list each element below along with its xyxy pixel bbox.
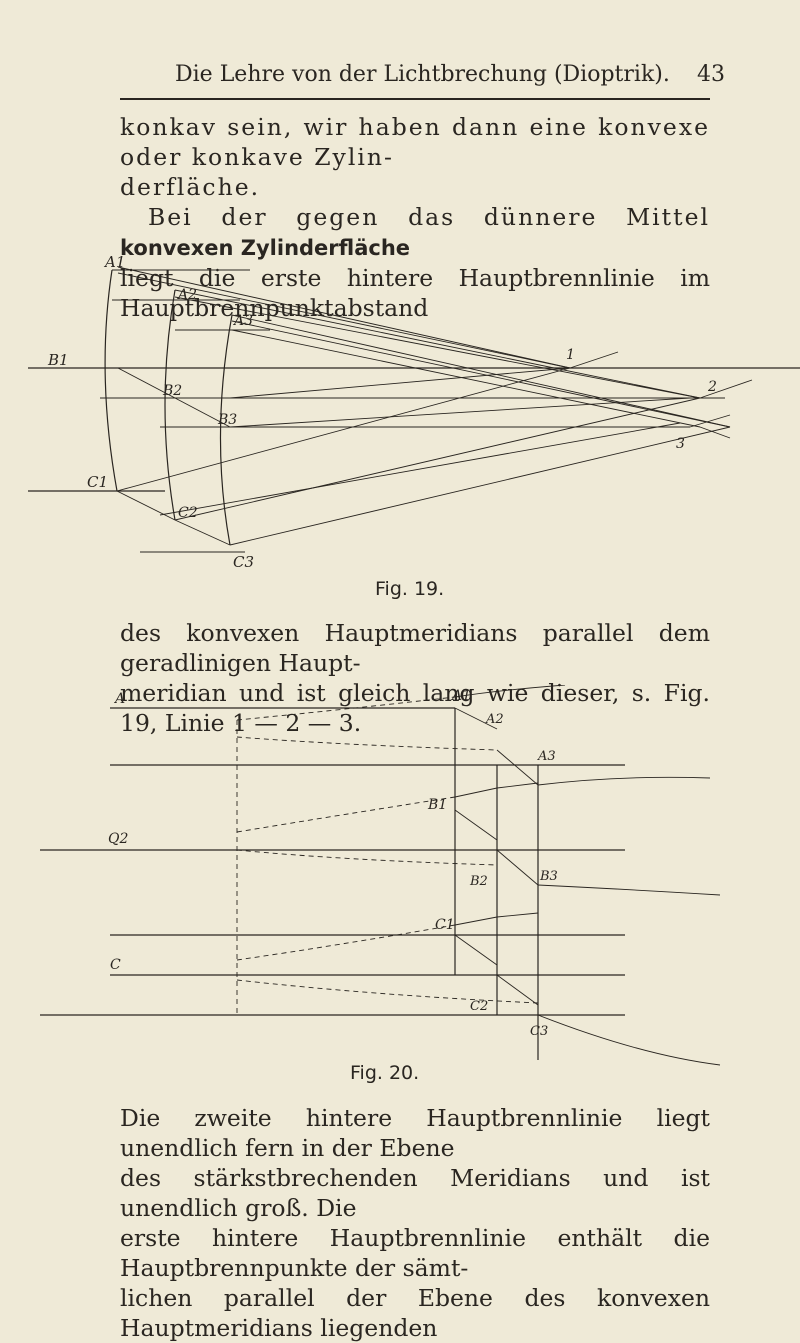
refracted-ray: [116, 490, 176, 521]
label-b3: B3: [217, 412, 237, 428]
dashed-ray: [236, 736, 498, 751]
refracted-ray: [229, 367, 571, 399]
label-line-3: 3: [676, 436, 685, 452]
label-a3: A3: [232, 313, 253, 329]
diagonal-stroke: [454, 809, 498, 841]
middle-paragraph: des konvexen Hauptmeridians parallel dem…: [120, 618, 710, 738]
tail-line: [454, 685, 566, 698]
rising-stroke: [454, 916, 498, 926]
refracted-ray: [174, 296, 701, 399]
diagonal-stroke: [454, 934, 498, 966]
label-a: A: [113, 691, 125, 707]
text-line: Bei der gegen das dünnere Mittel konvexe…: [120, 202, 710, 263]
bottom-paragraph: Die zweite hintere Hauptbrennlinie liegt…: [120, 1103, 710, 1343]
refracted-ray: [174, 519, 231, 546]
rising-stroke: [496, 912, 539, 918]
refracted-ray: [116, 367, 571, 492]
text-line: liegt die erste hintere Hauptbrennlinie …: [120, 264, 710, 322]
refracted-ray: [117, 367, 176, 399]
text-line: erste hintere Hauptbrennlinie enthält di…: [120, 1224, 710, 1282]
refracted-ray: [174, 289, 701, 399]
diagonal-stroke: [496, 849, 539, 886]
figure-20: A1 A A2 A3 B1 Q2 B2 B3 C1 C C2 C3: [40, 685, 721, 1066]
figure-19-caption: Fig. 19.: [375, 578, 445, 600]
refracted-ray: [231, 329, 701, 428]
label-a2: A2: [176, 287, 197, 303]
tail-line: [537, 1014, 721, 1066]
label-line-2: 2: [707, 379, 717, 395]
focal-line-3b: [699, 426, 731, 439]
dashed-ray: [236, 979, 539, 1004]
refracted-ray: [231, 320, 731, 428]
focal-line-1: [569, 351, 619, 369]
page-number: 43: [697, 62, 725, 87]
tail-line: [537, 884, 721, 896]
figure-19: A1 A2 A3 B1 B2 B3 C1 C2 C3 1 2 3: [28, 255, 800, 571]
label-q2: Q2: [108, 831, 128, 847]
refracted-ray: [174, 397, 701, 521]
text-line: lichen parallel der Ebene des konvexen H…: [120, 1284, 710, 1342]
refracted-ray: [159, 422, 681, 516]
running-title: Die Lehre von der Lichtbrechung (Dioptri…: [175, 62, 670, 87]
text-line: Die zweite hintere Hauptbrennlinie liegt…: [120, 1104, 710, 1162]
bold-term: konvexen Zylinderfläche: [120, 236, 411, 260]
dashed-ray: [236, 924, 456, 961]
label-b1: B1: [47, 351, 69, 369]
label-c1: C1: [435, 917, 455, 933]
label-a2: A2: [485, 712, 504, 727]
header-rule: [120, 98, 710, 100]
figure-20-caption: Fig. 20.: [350, 1062, 420, 1084]
refracted-ray: [231, 314, 731, 428]
label-c: C: [110, 957, 121, 973]
label-c2: C2: [470, 999, 488, 1014]
label-c3: C3: [233, 553, 254, 571]
text-line: derfläche.: [120, 173, 261, 201]
refracted-ray: [117, 272, 571, 369]
label-b3: B3: [539, 869, 558, 884]
refracted-ray: [174, 397, 231, 428]
label-b2: B2: [469, 874, 488, 889]
dashed-ray: [236, 849, 498, 866]
diagonal-stroke: [454, 707, 498, 730]
label-c1: C1: [87, 473, 108, 491]
rising-stroke: [454, 787, 498, 798]
label-b1: B1: [427, 797, 447, 813]
refracted-ray: [229, 397, 691, 428]
rising-stroke: [496, 782, 539, 789]
surface-3: [219, 314, 233, 546]
text-line: des konvexen Hauptmeridians parallel dem…: [120, 619, 710, 677]
text-line: meridian und ist gleich lang wie dieser,…: [120, 679, 710, 737]
diagonal-stroke: [496, 974, 539, 1006]
tail-line: [537, 776, 711, 786]
running-header: Die Lehre von der Lichtbrechung (Dioptri…: [175, 62, 725, 87]
diagonal-stroke: [496, 749, 539, 786]
label-c3: C3: [530, 1024, 548, 1039]
label-line-1: 1: [566, 347, 575, 363]
text-line: des stärkstbrechenden Meridians und ist …: [120, 1164, 710, 1222]
refracted-ray: [117, 266, 571, 369]
label-c2: C2: [178, 505, 198, 521]
label-a1: A1: [103, 255, 125, 271]
label-b2: B2: [162, 383, 182, 399]
dashed-ray: [236, 796, 456, 833]
dashed-ray: [236, 696, 456, 721]
refracted-ray: [229, 426, 731, 546]
surface-2: [164, 289, 176, 521]
top-paragraph: konkav sein, wir haben dann eine konvexe…: [120, 112, 710, 323]
text-span: Bei der gegen das dünnere Mittel: [148, 203, 710, 231]
label-a3: A3: [537, 749, 556, 764]
text-line: konkav sein, wir haben dann eine konvexe…: [120, 113, 710, 171]
label-a1: A1: [450, 688, 471, 704]
focal-line-2: [699, 379, 753, 399]
surface-1: [104, 269, 118, 492]
focal-line-3: [689, 414, 731, 428]
